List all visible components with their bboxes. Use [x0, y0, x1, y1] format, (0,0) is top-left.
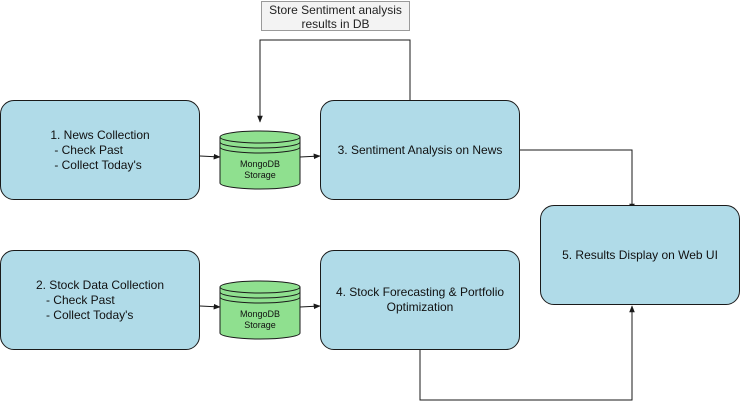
- database-icon: [219, 130, 301, 190]
- node-title-line-2: Optimization: [386, 300, 454, 314]
- storage-label-line-2: Storage: [244, 170, 276, 180]
- node-sentiment-analysis: 3. Sentiment Analysis on News: [320, 100, 520, 200]
- edge-storage-to-sentiment: [299, 153, 321, 160]
- storage-label-line-2: Storage: [244, 320, 276, 330]
- node-stock-data-collection: 2. Stock Data Collection - Check Past - …: [0, 250, 200, 350]
- node-item: - Check Past: [45, 292, 115, 307]
- edge-news-to-storage: [199, 153, 221, 160]
- node-results-display: 5. Results Display on Web UI: [540, 205, 740, 305]
- storage-label-line-1: MongoDB: [239, 309, 281, 319]
- node-item: - Collect Today's: [54, 157, 142, 172]
- node-title: 3. Sentiment Analysis on News: [337, 142, 503, 157]
- edge-storage-to-forecasting: [299, 303, 321, 310]
- edge-sentiment-to-results: [520, 149, 635, 211]
- database-icon: [219, 280, 301, 340]
- edge-forecasting-to-results: [419, 305, 635, 401]
- node-item: - Check Past: [54, 142, 124, 157]
- node-stock-forecasting: 4. Stock Forecasting & Portfolio Optimiz…: [320, 250, 520, 350]
- node-item: - Collect Today's: [45, 307, 134, 322]
- node-news-collection: 1. News Collection - Check Past - Collec…: [0, 100, 200, 200]
- node-title-line-1: 4. Stock Forecasting & Portfolio: [335, 285, 505, 299]
- node-title: 5. Results Display on Web UI: [562, 247, 718, 262]
- node-title: 2. Stock Data Collection: [35, 277, 165, 292]
- note-store-sentiment: Store Sentiment analysis results in DB: [261, 1, 410, 31]
- storage-label-line-1: MongoDB: [239, 159, 281, 169]
- storage-label-top: MongoDB Storage: [220, 159, 300, 181]
- note-line-2: results in DB: [301, 17, 370, 31]
- storage-label-bottom: MongoDB Storage: [220, 309, 300, 331]
- note-line-1: Store Sentiment analysis: [269, 3, 402, 17]
- edge-stock-to-storage: [199, 303, 221, 310]
- edge-sentiment-loop-to-storage: [257, 39, 411, 123]
- node-title: 1. News Collection: [50, 127, 150, 142]
